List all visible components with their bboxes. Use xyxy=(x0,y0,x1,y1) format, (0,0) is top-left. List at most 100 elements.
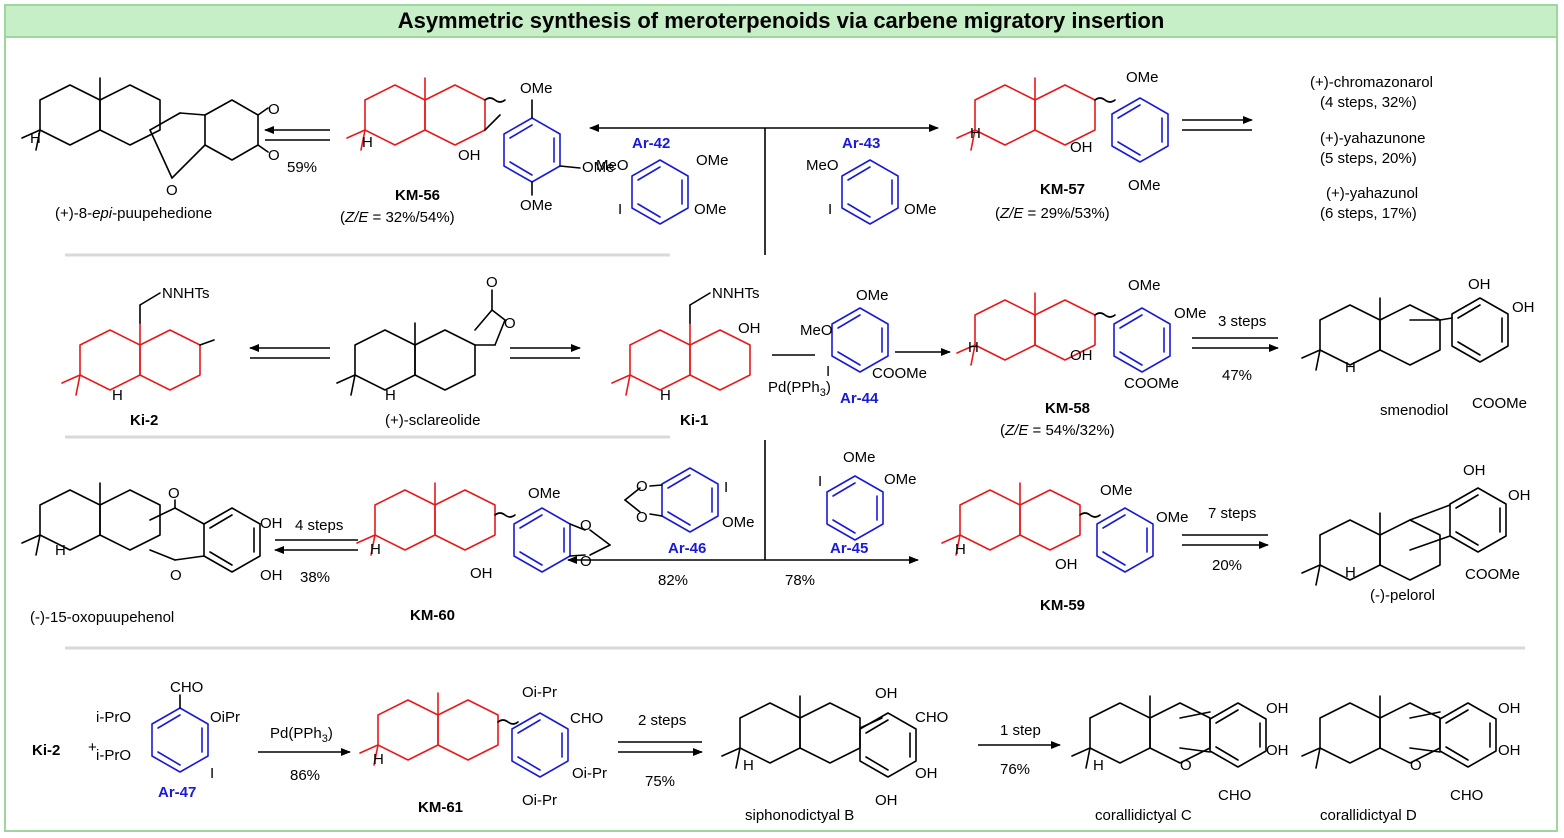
km61-oipr-top: Oi-Pr xyxy=(522,684,557,701)
km56-label: KM-56 xyxy=(395,187,440,204)
pelorol-h: H xyxy=(1345,564,1356,581)
km57-label: KM-57 xyxy=(1040,181,1085,198)
natural-products-list: (+)-chromazonarol (4 steps, 32%) (+)-yah… xyxy=(1310,74,1433,222)
km60-structure: OMe O O OH H xyxy=(356,482,611,582)
siph-oh3: OH xyxy=(875,792,898,809)
pelorol-structure: OH OH COOMe H xyxy=(1301,462,1531,586)
yahazunone-cond: (5 steps, 20%) xyxy=(1320,150,1417,167)
sclareolide-h: H xyxy=(385,387,396,404)
oxo-o-ring: O xyxy=(170,567,182,584)
yield-38: 38% xyxy=(300,569,330,586)
smenodiol-h: H xyxy=(1345,359,1356,376)
km58-coome: COOMe xyxy=(1124,375,1179,392)
ki1-structure: NNHTs OH H xyxy=(611,285,761,404)
oxo-oh1: OH xyxy=(260,515,283,532)
km58-ratio: (Z/E = 54%/32%) xyxy=(1000,422,1115,439)
km56-ratio: (Z/E = 32%/54%) xyxy=(340,209,455,226)
epi-o2-label: O xyxy=(268,147,280,164)
coral-d-oh2: OH xyxy=(1498,742,1521,759)
km59-ome2: OMe xyxy=(1156,509,1189,526)
ar44-meo: MeO xyxy=(800,322,833,339)
ar47-ipro-bottom: i-PrO xyxy=(96,747,131,764)
ki1-nnhts: NNHTs xyxy=(712,285,760,302)
scheme-title: Asymmetric synthesis of meroterpenoids v… xyxy=(6,6,1556,38)
pd-catalyst-row4: Pd(PPh3) xyxy=(270,725,333,745)
pelorol-oh2: OH xyxy=(1508,487,1531,504)
steps-7: 7 steps xyxy=(1208,505,1256,522)
siphonodictyal-structure: OH CHO OH OH H xyxy=(721,685,948,809)
epi-puupehedione-label: (+)-8-epi-puupehedione xyxy=(55,205,212,222)
km56-ome-right: OMe xyxy=(582,159,615,176)
steps-2: 2 steps xyxy=(638,712,686,729)
ar42-ome1: OMe xyxy=(696,152,729,169)
km56-ome-bottom: OMe xyxy=(520,197,553,214)
ar46-i: I xyxy=(724,479,728,496)
ar44-i: I xyxy=(826,363,830,380)
ar47-cho: CHO xyxy=(170,679,203,696)
ki2-label: Ki-2 xyxy=(130,412,158,429)
ar46-o1: O xyxy=(636,478,648,495)
pelorol-label: (-)-pelorol xyxy=(1370,587,1435,604)
siph-cho: CHO xyxy=(915,709,948,726)
coral-c-cho: CHO xyxy=(1218,787,1251,804)
smenodiol-label: smenodiol xyxy=(1380,402,1448,419)
ar43-label: Ar-43 xyxy=(842,135,880,152)
km60-o2: O xyxy=(580,553,592,570)
km57-oh: OH xyxy=(1070,139,1093,156)
ar46-structure: O O I OMe xyxy=(624,467,755,533)
corallidictyal-d-structure: O OH OH CHO xyxy=(1301,695,1521,804)
km58-ome-right: OMe xyxy=(1174,305,1207,322)
arrow-to-smenodiol xyxy=(1192,337,1279,352)
ar47-ipro-top: i-PrO xyxy=(96,709,131,726)
km61-structure: Oi-Pr CHO Oi-Pr Oi-Pr H xyxy=(359,684,607,809)
km59-ome1: OMe xyxy=(1100,482,1133,499)
km58-h: H xyxy=(968,339,979,356)
km60-oh: OH xyxy=(470,565,493,582)
ar45-structure: OMe OMe I xyxy=(818,449,917,541)
km60-label: KM-60 xyxy=(410,607,455,624)
ar42-label: Ar-42 xyxy=(632,135,670,152)
ar44-structure: OMe MeO I COOMe xyxy=(800,287,927,382)
sclareolide-o2: O xyxy=(504,315,516,332)
pd-catalyst-row2: Pd(PPh3) xyxy=(768,379,831,399)
pelorol-coome: COOMe xyxy=(1465,566,1520,583)
yield-75: 75% xyxy=(645,773,675,790)
ki2-structure: NNHTs H xyxy=(61,285,215,404)
km59-h: H xyxy=(955,541,966,558)
corallidictyal-c-label: corallidictyal C xyxy=(1095,807,1192,824)
ar43-structure: MeO OMe I xyxy=(806,157,937,225)
ki2-ref-label: Ki-2 xyxy=(32,742,60,759)
yield-82: 82% xyxy=(658,572,688,589)
yield-47: 47% xyxy=(1222,367,1252,384)
ar45-i: I xyxy=(818,473,822,490)
km59-structure: OMe OMe OH H xyxy=(941,482,1189,573)
ar45-ome1: OMe xyxy=(843,449,876,466)
ar44-label: Ar-44 xyxy=(840,390,879,407)
km57-ome-top: OMe xyxy=(1126,69,1159,86)
arrow-to-ki2 xyxy=(249,344,330,359)
ar43-i: I xyxy=(828,201,832,218)
ki2-nnhts: NNHTs xyxy=(162,285,210,302)
km57-h: H xyxy=(970,125,981,142)
corallidictyal-c-structure: O OH OH CHO H xyxy=(1071,695,1289,804)
siph-oh1: OH xyxy=(875,685,898,702)
coral-d-oh1: OH xyxy=(1498,700,1521,717)
ar45-label: Ar-45 xyxy=(830,540,868,557)
ar47-oipr: OiPr xyxy=(210,709,240,726)
ar42-structure: MeO OMe OMe I xyxy=(596,152,729,225)
ar44-ome: OMe xyxy=(856,287,889,304)
km57-structure: OMe OMe OH H xyxy=(956,69,1169,194)
epi-o-label: O xyxy=(166,182,178,199)
ar47-label: Ar-47 xyxy=(158,784,196,801)
km56-ome-top: OMe xyxy=(520,80,553,97)
ar47-i: I xyxy=(210,765,214,782)
oxopuupehenol-label: (-)-15-oxopuupehenol xyxy=(30,609,174,626)
ar47-structure: CHO i-PrO OiPr i-PrO I xyxy=(96,679,240,782)
arrow-to-epi-puupehedione xyxy=(264,126,330,141)
arrow-to-siphonodictyal xyxy=(618,741,703,756)
km61-oipr-bottom: Oi-Pr xyxy=(522,792,557,809)
km56-structure: OMe OMe OMe OH H xyxy=(346,77,615,214)
ki1-oh: OH xyxy=(738,320,761,337)
oxopuupehenol-structure: O O OH OH H xyxy=(21,482,283,584)
coral-d-cho: CHO xyxy=(1450,787,1483,804)
